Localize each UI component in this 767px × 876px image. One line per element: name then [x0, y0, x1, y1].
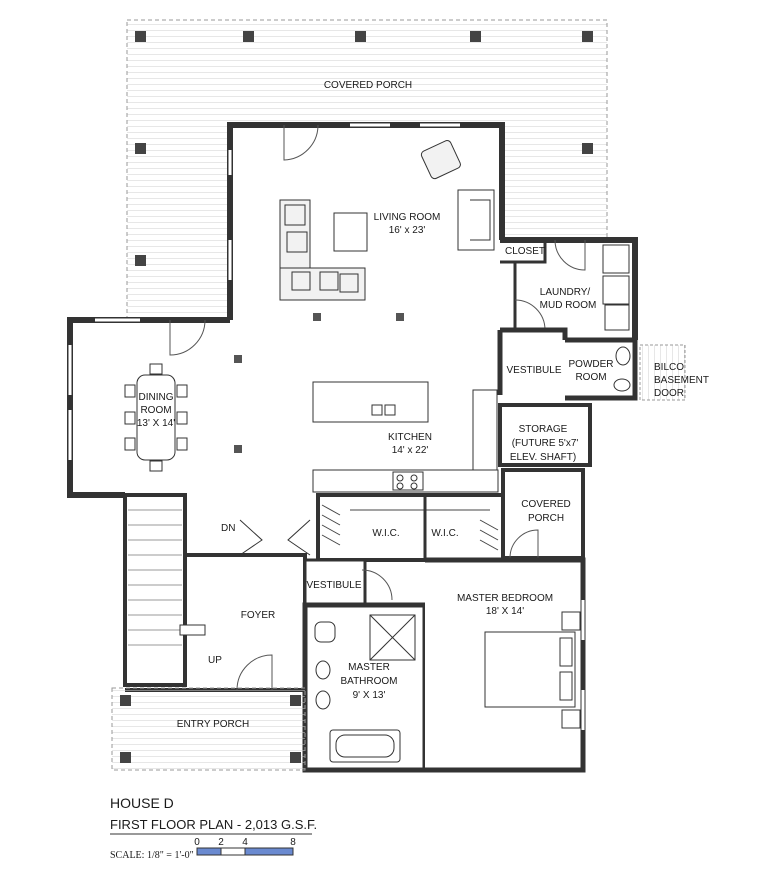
svg-text:ENTRY PORCH: ENTRY PORCH	[177, 719, 249, 730]
svg-text:POWDER: POWDER	[569, 359, 614, 370]
title-block: HOUSE D FIRST FLOOR PLAN - 2,013 G.S.F. …	[110, 795, 317, 861]
storage-room: STORAGE (FUTURE 5'x7' ELEV. SHAFT)	[498, 403, 592, 467]
svg-text:KITCHEN: KITCHEN	[388, 432, 432, 443]
bathtub	[329, 729, 401, 763]
walk-in-closets: W.I.C. W.I.C.	[316, 493, 505, 562]
svg-text:W.I.C.: W.I.C.	[431, 528, 458, 539]
bed	[484, 611, 581, 729]
svg-text:W.I.C.: W.I.C.	[372, 528, 399, 539]
cooktop	[392, 471, 424, 491]
laundry-mud-room: CLOSET LAUNDRY/ MUD ROOM	[500, 237, 638, 340]
svg-text:DOOR: DOOR	[654, 388, 684, 399]
armchair	[420, 140, 461, 180]
fireplace	[457, 189, 495, 251]
svg-text:13' X 14': 13' X 14'	[137, 418, 175, 429]
house-title: HOUSE D	[110, 795, 174, 811]
closet-label: CLOSET	[505, 246, 545, 257]
vanity-sink-1	[315, 660, 331, 680]
living-room: LIVING ROOM 16' x 23'	[227, 122, 505, 320]
svg-text:COVERED: COVERED	[521, 499, 570, 510]
stairs: DN UP	[123, 493, 235, 687]
kitchen-counter-south	[312, 469, 499, 493]
washer-dryer	[602, 244, 630, 331]
scale-tick-2: 2	[218, 837, 224, 848]
vanity-sink-2	[315, 690, 331, 710]
master-bathroom: MASTER BATHROOM 9' X 13'	[302, 602, 428, 773]
dining-room: DINING ROOM 13' X 14'	[67, 317, 230, 498]
svg-text:BATHROOM: BATHROOM	[340, 676, 397, 687]
scale-label: SCALE: 1/8" = 1'-0"	[110, 850, 194, 861]
kitchen: KITCHEN 14' x 22'	[230, 313, 500, 495]
svg-text:DN: DN	[221, 523, 235, 534]
coffee-table	[333, 212, 368, 252]
svg-text:ROOM: ROOM	[140, 405, 171, 416]
kitchen-island	[312, 381, 429, 423]
svg-text:(FUTURE 5'x7': (FUTURE 5'x7'	[512, 438, 579, 449]
svg-text:MASTER: MASTER	[348, 662, 390, 673]
kitchen-counter-east	[472, 389, 498, 471]
living-room-windows	[228, 123, 460, 280]
sofa	[279, 199, 366, 301]
svg-text:PORCH: PORCH	[528, 513, 564, 524]
master-bedroom: MASTER BEDROOM 18' X 14'	[425, 557, 586, 773]
plan-subtitle: FIRST FLOOR PLAN - 2,013 G.S.F.	[110, 817, 317, 832]
vestibule-west: VESTIBULE	[303, 558, 393, 607]
svg-text:ROOM: ROOM	[575, 372, 606, 383]
svg-text:9' X 13': 9' X 13'	[353, 690, 386, 701]
svg-text:MUD ROOM: MUD ROOM	[540, 300, 597, 311]
scale-tick-4: 4	[242, 837, 248, 848]
svg-text:VESTIBULE: VESTIBULE	[506, 365, 561, 376]
covered-porch-east: COVERED PORCH	[501, 468, 585, 560]
svg-text:LIVING ROOM: LIVING ROOM	[374, 212, 441, 223]
living-room-label: LIVING ROOM 16' x 23'	[374, 212, 441, 236]
svg-text:DINING: DINING	[139, 392, 174, 403]
svg-text:UP: UP	[208, 655, 222, 666]
scale-tick-8: 8	[290, 837, 296, 848]
dining-table	[124, 363, 188, 472]
covered-porch-top-label: COVERED PORCH	[324, 80, 412, 91]
vestibule-east: VESTIBULE	[497, 327, 568, 395]
svg-text:18' X 14': 18' X 14'	[486, 606, 524, 617]
scale-tick-0: 0	[194, 837, 200, 848]
scale-bar: 0 2 4 8	[194, 837, 296, 856]
svg-text:14' x 22': 14' x 22'	[392, 445, 429, 456]
porch-columns	[135, 31, 593, 266]
svg-text:BASEMENT: BASEMENT	[654, 375, 709, 386]
svg-text:LAUNDRY/: LAUNDRY/	[540, 287, 591, 298]
svg-text:ELEV. SHAFT): ELEV. SHAFT)	[510, 452, 576, 463]
toilet	[314, 621, 336, 643]
front-door-arc	[283, 124, 319, 161]
bilco-door: BILCO BASEMENT DOOR	[639, 344, 709, 401]
svg-text:MASTER BEDROOM: MASTER BEDROOM	[457, 593, 553, 604]
island-sink	[371, 404, 396, 416]
entry-porch: ENTRY PORCH	[111, 687, 306, 771]
svg-text:FOYER: FOYER	[241, 610, 275, 621]
powder-room: POWDER ROOM	[565, 337, 638, 401]
svg-text:16' x 23': 16' x 23'	[389, 225, 426, 236]
svg-text:VESTIBULE: VESTIBULE	[306, 580, 361, 591]
svg-text:BILCO: BILCO	[654, 362, 684, 373]
svg-text:STORAGE: STORAGE	[519, 424, 568, 435]
